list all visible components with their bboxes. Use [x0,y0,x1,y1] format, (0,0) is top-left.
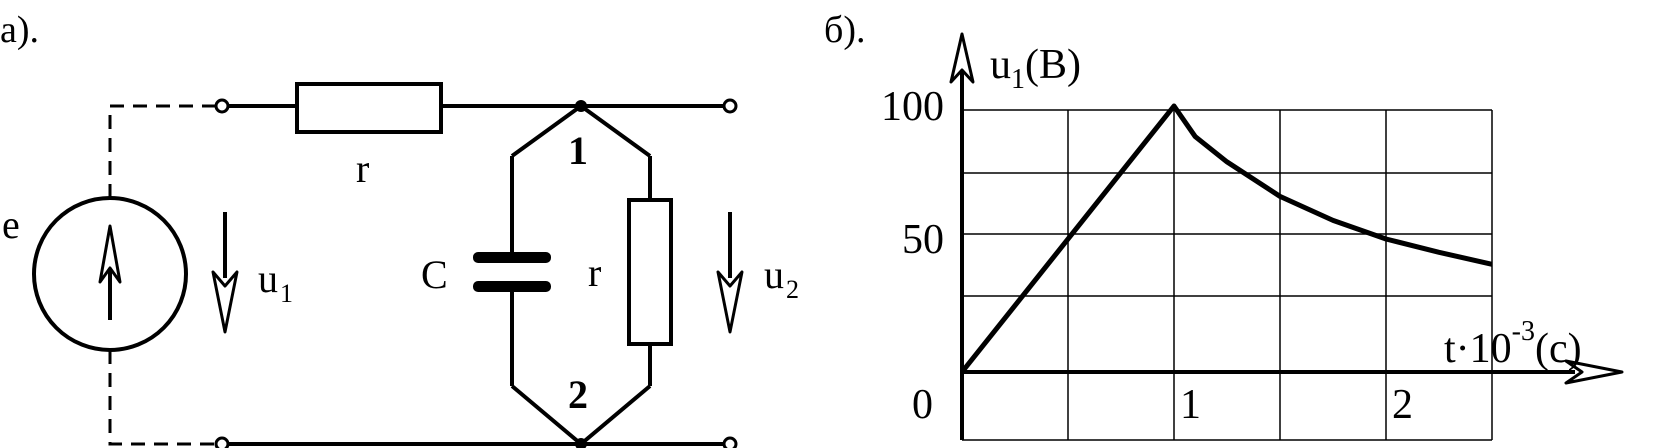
main-wires [214,98,738,448]
y-axis-label: u1(B) [990,42,1081,95]
terminal-input-top [214,98,230,114]
u2-arrow-head-icon [716,270,744,334]
chart-tick-labels: 1 2 50 100 [881,84,1413,428]
terminal-output-bottom [722,436,738,448]
terminal-input-bottom [214,436,230,448]
u2-label: u2 [764,252,799,304]
voltage-u2-indicator: u2 [716,212,799,334]
chart-series [960,103,1493,374]
circuit-diagram: а). e r [0,9,799,448]
panel-a-label: а). [0,9,39,51]
y-tick-label: 100 [881,84,944,130]
capacitor-plate-bottom [473,281,551,292]
series-resistor-label: r [356,146,369,191]
capacitor: C [421,252,551,297]
u1-label: u1 [258,256,293,308]
u1-arrow-head-icon [211,270,239,334]
x-axis-label: t·10-3(c) [1444,316,1582,372]
terminal-output-top [722,98,738,114]
parallel-branch: 1 2 [510,100,652,448]
node-1-label: 1 [568,128,588,173]
series-resistor-body [295,82,443,134]
parallel-resistor: r [588,198,673,346]
source-label: e [2,202,20,247]
source-dashed-wires [108,104,222,446]
node-1-dot [575,100,587,112]
source-bottom-dashed-wire [108,350,222,446]
x-tick-label: 1 [1180,382,1201,428]
source-circle [32,196,188,352]
voltage-u1-indicator: u1 [211,212,293,334]
y-axis-arrow-icon [949,32,975,84]
y-tick-label: 50 [902,217,944,263]
source-top-dashed-wire [108,104,222,198]
origin-label: 0 [912,382,933,428]
panel-b-label: б). [824,9,866,51]
x-axis-arrow-icon [1564,359,1624,385]
x-tick-label: 2 [1392,382,1413,428]
capacitor-plate-top [473,252,551,263]
node-2-dot [575,438,587,448]
voltage-source: e [2,196,188,352]
voltage-chart: б). u1(B) t·10-3(c) 0 1 2 50 100 [824,9,1624,441]
series-resistor: r [295,82,443,191]
parallel-resistor-body [627,198,673,346]
parallel-resistor-label: r [588,250,601,295]
chart-grid [962,109,1493,441]
source-arrow-head-icon [98,224,122,284]
series-line-u1 [960,103,1493,374]
node-2-label: 2 [568,372,588,417]
capacitor-label: C [421,252,448,297]
chart-axes [949,32,1624,440]
